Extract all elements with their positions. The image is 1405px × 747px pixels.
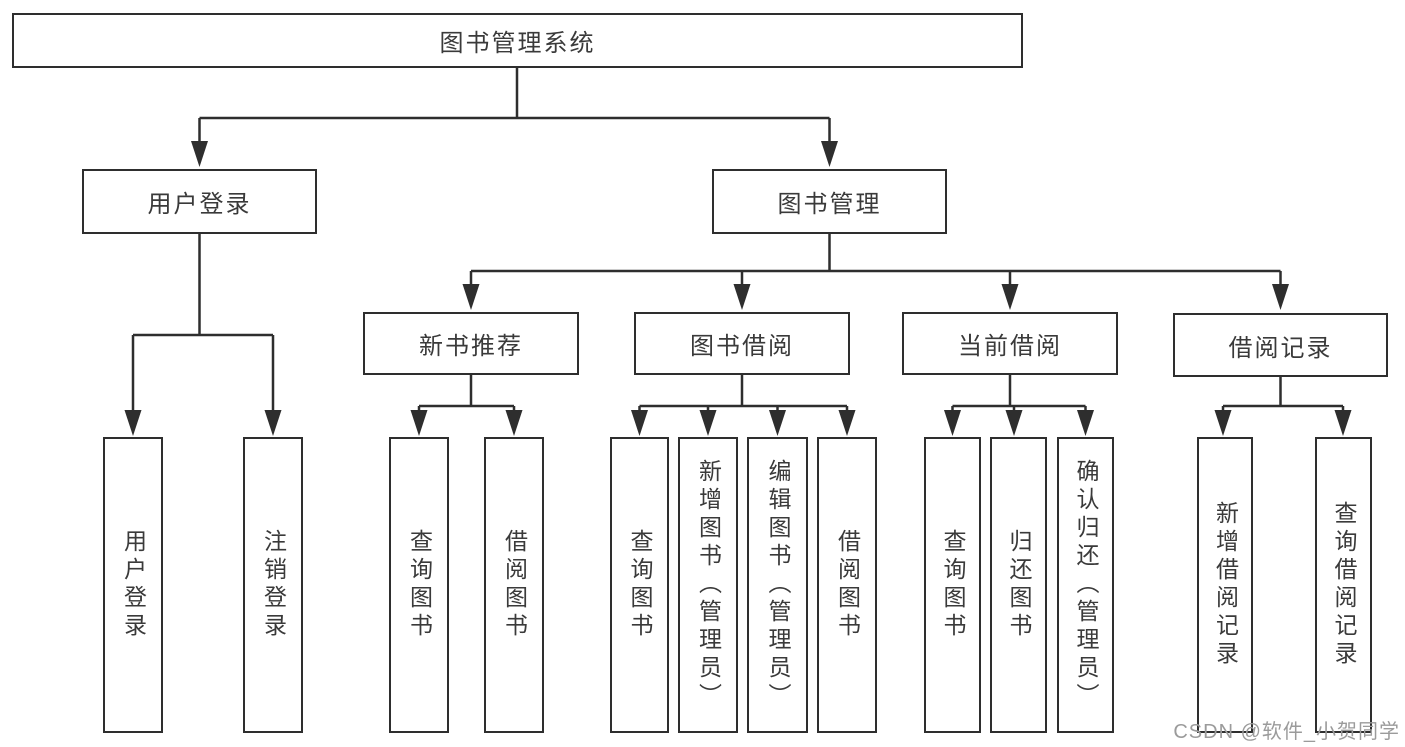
leaf-label: 新增图书（管理员） xyxy=(695,459,722,711)
leaf-label: 查询图书 xyxy=(627,529,653,641)
leaf-label: 新增借阅记录 xyxy=(1212,501,1239,669)
node-book-management: 图书管理 xyxy=(712,169,947,234)
leaf-query-books-borrow: 查询图书 xyxy=(610,437,669,733)
node-label: 当前借阅 xyxy=(958,333,1062,360)
leaf-label: 注销登录 xyxy=(260,529,287,641)
leaf-query-borrow-record: 查询借阅记录 xyxy=(1315,437,1372,733)
leaf-edit-books-admin: 编辑图书（管理员） xyxy=(747,437,808,733)
node-new-book-recommend: 新书推荐 xyxy=(363,312,579,375)
leaf-add-books-admin: 新增图书（管理员） xyxy=(678,437,738,733)
leaf-borrow-books-newbook: 借阅图书 xyxy=(484,437,544,733)
leaf-label: 借阅图书 xyxy=(501,529,528,641)
leaf-logout: 注销登录 xyxy=(243,437,303,733)
node-borrow-records: 借阅记录 xyxy=(1173,313,1388,377)
node-label: 用户登录 xyxy=(147,191,252,218)
leaf-query-books-newbook: 查询图书 xyxy=(389,437,449,733)
leaf-label: 用户登录 xyxy=(120,529,147,641)
leaf-confirm-return-admin: 确认归还（管理员） xyxy=(1057,437,1114,733)
leaf-label: 借阅图书 xyxy=(834,529,861,641)
node-book-borrow: 图书借阅 xyxy=(634,312,850,375)
node-label: 借阅记录 xyxy=(1228,334,1333,362)
leaf-label: 编辑图书（管理员） xyxy=(765,459,791,711)
leaf-query-books-current: 查询图书 xyxy=(924,437,981,733)
leaf-label: 查询图书 xyxy=(406,529,433,641)
node-label: 图书管理系统 xyxy=(439,30,596,57)
leaf-user-login: 用户登录 xyxy=(103,437,163,733)
arrowheads xyxy=(124,141,1352,436)
leaf-borrow-books: 借阅图书 xyxy=(817,437,877,733)
leaf-label: 归还图书 xyxy=(1006,529,1032,641)
csdn-watermark: CSDN @软件_小贺同学 xyxy=(1173,721,1400,743)
leaf-return-books: 归还图书 xyxy=(990,437,1047,733)
node-user-login: 用户登录 xyxy=(82,169,317,234)
leaf-label: 确认归还（管理员） xyxy=(1073,459,1099,711)
node-current-borrow: 当前借阅 xyxy=(902,312,1118,375)
leaf-label: 查询图书 xyxy=(940,529,966,641)
node-library-management-system: 图书管理系统 xyxy=(12,13,1023,68)
node-label: 图书借阅 xyxy=(690,333,794,360)
leaf-add-borrow-record: 新增借阅记录 xyxy=(1197,437,1253,733)
node-label: 新书推荐 xyxy=(419,333,523,360)
leaf-label: 查询借阅记录 xyxy=(1331,501,1357,669)
node-label: 图书管理 xyxy=(777,191,882,218)
